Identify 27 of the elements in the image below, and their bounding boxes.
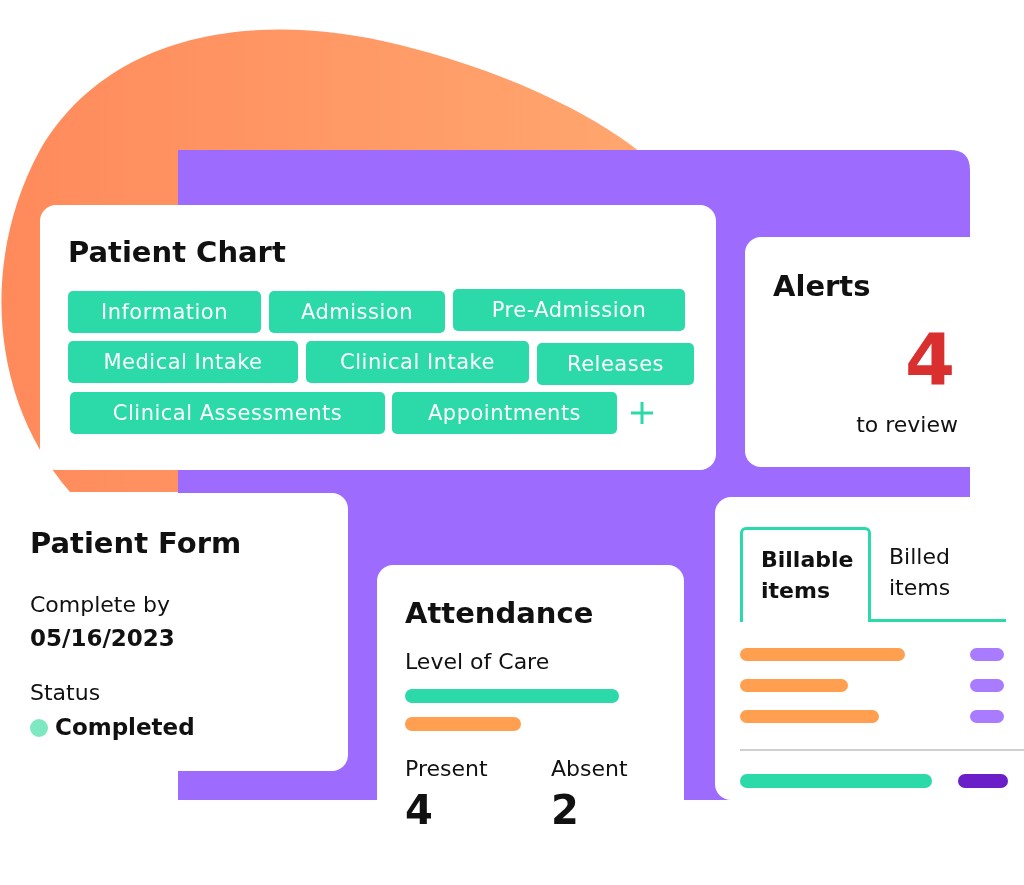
patient-chart-card xyxy=(40,205,716,470)
stat-value: 4 xyxy=(405,787,433,833)
tab: Billed items xyxy=(871,527,1006,622)
card-title: Attendance xyxy=(405,597,594,631)
tag-chip: Clinical Assessments xyxy=(70,392,385,434)
tag-chip: Information xyxy=(68,291,261,333)
caption-text: to review xyxy=(856,412,958,438)
active-tab: Billable items xyxy=(740,527,871,622)
tag-chip: Appointments xyxy=(392,392,617,434)
stat-label: Present xyxy=(405,756,488,782)
tag-chip: Releases xyxy=(537,343,694,385)
field-label: Complete by xyxy=(30,592,170,618)
date-value: 05/16/2023 xyxy=(30,625,175,652)
tag-chip: Admission xyxy=(269,291,445,333)
field-label: Status xyxy=(30,680,101,706)
card-title: Alerts xyxy=(773,270,871,304)
field-label: Level of Care xyxy=(405,649,550,675)
tag-chip: Medical Intake xyxy=(68,341,298,383)
tag-chip: Clinical Intake xyxy=(306,341,529,383)
billing-card xyxy=(715,497,1024,800)
status-value: Completed xyxy=(55,714,195,741)
stat-label: Absent xyxy=(551,756,628,782)
card-title: Patient Form xyxy=(30,527,242,561)
tag-chip: Pre-Admission xyxy=(453,289,685,331)
stat-value: 2 xyxy=(551,787,579,833)
card-title: Patient Chart xyxy=(68,236,286,270)
alert-count: 4 xyxy=(904,318,955,401)
